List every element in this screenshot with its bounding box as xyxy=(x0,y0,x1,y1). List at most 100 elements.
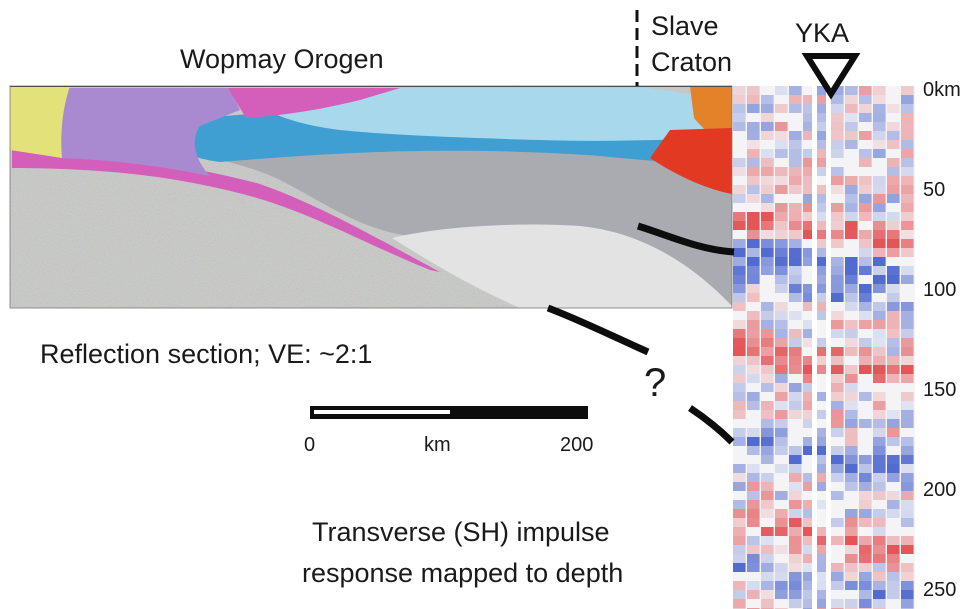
amplitude-cell xyxy=(789,599,802,608)
amplitude-cell xyxy=(789,104,802,113)
amplitude-cell xyxy=(845,446,858,455)
amplitude-cell xyxy=(733,437,746,446)
amplitude-cell xyxy=(873,581,886,590)
amplitude-cell xyxy=(831,122,844,131)
amplitude-cell xyxy=(775,203,788,212)
amplitude-cell xyxy=(845,113,858,122)
amplitude-cell xyxy=(845,482,858,491)
amplitude-cell xyxy=(761,527,774,536)
amplitude-cell xyxy=(789,329,802,338)
amplitude-cell xyxy=(761,590,774,599)
amplitude-cell xyxy=(901,158,914,167)
amplitude-cell xyxy=(803,329,816,338)
amplitude-cell xyxy=(803,527,816,536)
amplitude-cell xyxy=(845,572,858,581)
amplitude-cell xyxy=(831,356,844,365)
amplitude-cell xyxy=(803,437,816,446)
amplitude-cell xyxy=(775,518,788,527)
amplitude-cell xyxy=(817,455,830,464)
amplitude-cell xyxy=(859,482,872,491)
amplitude-cell xyxy=(775,212,788,221)
amplitude-cell xyxy=(761,194,774,203)
amplitude-cell xyxy=(873,203,886,212)
amplitude-cell xyxy=(761,383,774,392)
amplitude-cell xyxy=(901,122,914,131)
amplitude-cell xyxy=(733,545,746,554)
amplitude-cell xyxy=(789,140,802,149)
amplitude-cell xyxy=(901,230,914,239)
amplitude-cell xyxy=(859,185,872,194)
amplitude-cell xyxy=(887,536,900,545)
amplitude-cell xyxy=(859,347,872,356)
amplitude-cell xyxy=(747,554,760,563)
amplitude-cell xyxy=(733,284,746,293)
amplitude-cell xyxy=(803,419,816,428)
amplitude-cell xyxy=(803,104,816,113)
amplitude-cell xyxy=(761,149,774,158)
amplitude-cell xyxy=(747,239,760,248)
amplitude-cell xyxy=(747,167,760,176)
amplitude-cell xyxy=(873,572,886,581)
amplitude-cell xyxy=(733,158,746,167)
amplitude-cell xyxy=(845,410,858,419)
amplitude-cell xyxy=(831,572,844,581)
amplitude-cell xyxy=(887,365,900,374)
amplitude-cell xyxy=(831,104,844,113)
amplitude-cell xyxy=(733,194,746,203)
amplitude-cell xyxy=(887,581,900,590)
amplitude-cell xyxy=(831,563,844,572)
amplitude-cell xyxy=(831,266,844,275)
amplitude-cell xyxy=(761,374,774,383)
amplitude-cell xyxy=(873,338,886,347)
amplitude-cell xyxy=(747,446,760,455)
amplitude-cell xyxy=(817,392,830,401)
amplitude-cell xyxy=(775,122,788,131)
amplitude-cell xyxy=(873,176,886,185)
amplitude-cell xyxy=(733,554,746,563)
amplitude-cell xyxy=(887,464,900,473)
amplitude-cell xyxy=(901,536,914,545)
amplitude-cell xyxy=(803,374,816,383)
amplitude-cell xyxy=(901,599,914,608)
amplitude-cell xyxy=(761,230,774,239)
amplitude-cell xyxy=(901,185,914,194)
amplitude-cell xyxy=(775,176,788,185)
amplitude-cell xyxy=(887,140,900,149)
amplitude-cell xyxy=(775,320,788,329)
amplitude-cell xyxy=(733,248,746,257)
amplitude-cell xyxy=(845,374,858,383)
amplitude-cell xyxy=(803,446,816,455)
amplitude-cell xyxy=(831,185,844,194)
amplitude-cell xyxy=(859,554,872,563)
amplitude-cell xyxy=(845,545,858,554)
amplitude-cell xyxy=(803,284,816,293)
amplitude-cell xyxy=(775,446,788,455)
amplitude-cell xyxy=(747,221,760,230)
amplitude-cell xyxy=(747,401,760,410)
amplitude-cell xyxy=(845,203,858,212)
depth-tick-label: 100 xyxy=(923,279,956,301)
amplitude-cell xyxy=(789,239,802,248)
amplitude-cell xyxy=(761,167,774,176)
amplitude-cell xyxy=(733,338,746,347)
amplitude-cell xyxy=(803,257,816,266)
amplitude-cell xyxy=(901,347,914,356)
amplitude-cell xyxy=(859,95,872,104)
amplitude-cell xyxy=(845,329,858,338)
trace-gap xyxy=(812,86,817,609)
amplitude-cell xyxy=(873,374,886,383)
amplitude-cell xyxy=(831,86,844,95)
amplitude-cell xyxy=(831,230,844,239)
amplitude-cell xyxy=(761,347,774,356)
amplitude-cell xyxy=(901,572,914,581)
amplitude-cell xyxy=(789,167,802,176)
amplitude-cell xyxy=(831,581,844,590)
amplitude-cell xyxy=(789,464,802,473)
amplitude-cell xyxy=(859,491,872,500)
amplitude-cell xyxy=(761,266,774,275)
amplitude-cell xyxy=(761,401,774,410)
amplitude-cell xyxy=(817,527,830,536)
scale-bar-white-segment xyxy=(314,410,450,414)
amplitude-cell xyxy=(817,185,830,194)
amplitude-cell xyxy=(789,347,802,356)
